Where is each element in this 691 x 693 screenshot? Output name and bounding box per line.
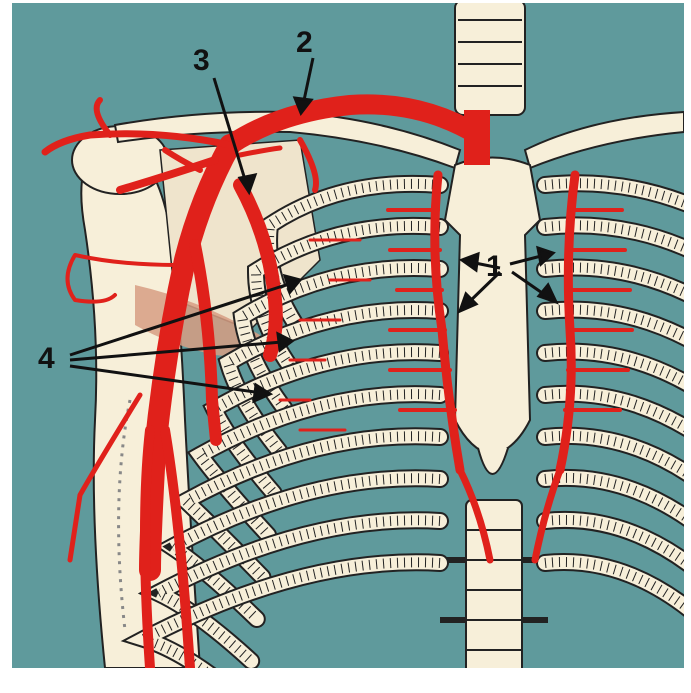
label-4: 4	[38, 342, 55, 375]
sternum	[445, 158, 540, 456]
label-1: 1	[486, 250, 503, 283]
label-2: 2	[296, 26, 313, 59]
label-3: 3	[193, 44, 210, 77]
